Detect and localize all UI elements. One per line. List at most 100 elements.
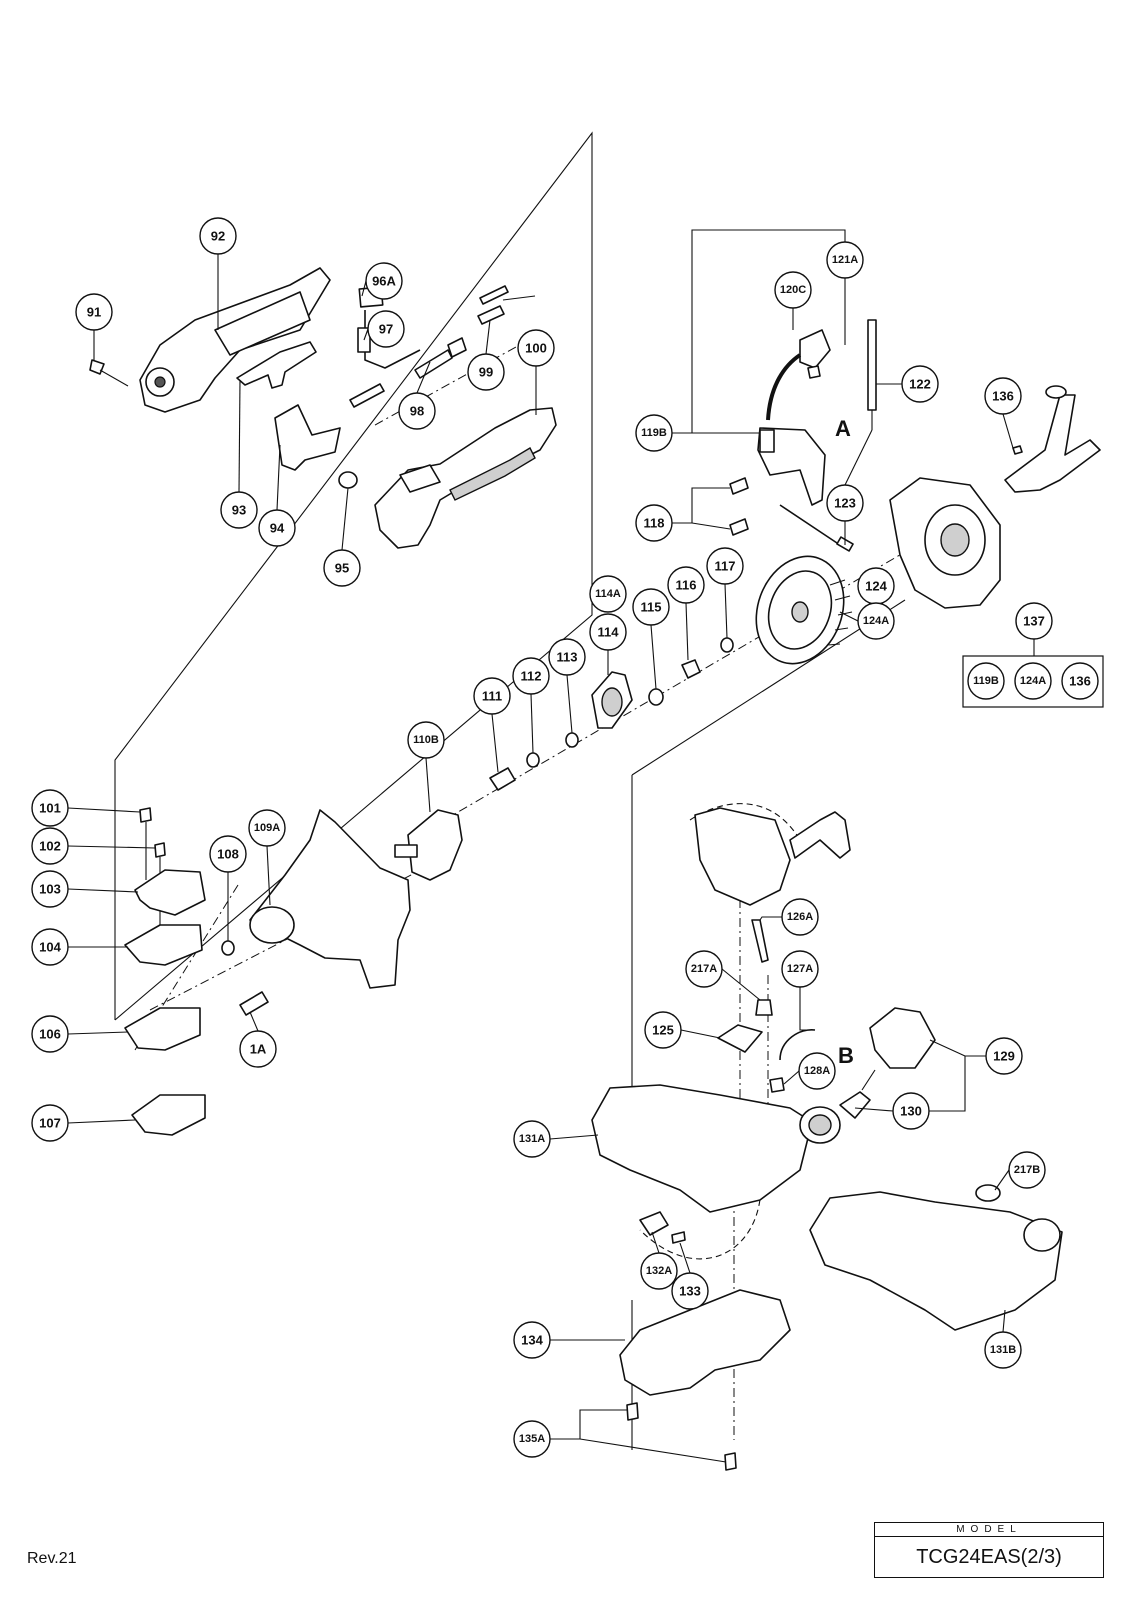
callout-circle bbox=[635, 504, 673, 542]
callout-circle bbox=[706, 547, 744, 585]
callout-114: 114 bbox=[589, 613, 627, 651]
kit-callout-circle bbox=[1061, 662, 1099, 700]
callout-text: 110B bbox=[413, 734, 439, 746]
callout-circle bbox=[671, 1272, 709, 1310]
callout-text: 96A bbox=[372, 274, 396, 289]
callout-text: 130 bbox=[900, 1104, 922, 1119]
strainer-130 bbox=[839, 1091, 871, 1119]
callout-113: 113 bbox=[548, 638, 586, 676]
callout-1A: 1A bbox=[239, 1030, 277, 1068]
screw-102 bbox=[154, 842, 166, 858]
kit-callout-text: 124A bbox=[1020, 675, 1046, 687]
callout-text: 91 bbox=[87, 305, 101, 320]
callout-text: 217A bbox=[691, 963, 717, 975]
fuel-tank-131B bbox=[809, 1191, 1063, 1331]
callout-text: 113 bbox=[557, 650, 578, 665]
drum-110B bbox=[407, 809, 463, 881]
callout-circle bbox=[774, 271, 812, 309]
connector-99 bbox=[477, 305, 505, 325]
callout-circle bbox=[367, 310, 405, 348]
callout-text: 118 bbox=[644, 516, 665, 531]
callout-text: 120C bbox=[780, 284, 806, 296]
callout-circle bbox=[589, 613, 627, 651]
callout-135A: 135A bbox=[513, 1420, 551, 1458]
callout-text: 1A bbox=[250, 1042, 267, 1057]
callout-text: 117 bbox=[715, 559, 736, 574]
callout-circle bbox=[826, 484, 864, 522]
callout-217B: 217B bbox=[1008, 1151, 1046, 1189]
callout-131A: 131A bbox=[513, 1120, 551, 1158]
callout-circle bbox=[239, 1030, 277, 1068]
callout-text: 134 bbox=[521, 1333, 543, 1348]
callout-131B: 131B bbox=[984, 1331, 1022, 1369]
callout-circle bbox=[199, 217, 237, 255]
callout-circle bbox=[685, 950, 723, 988]
callout-text: 124 bbox=[865, 579, 887, 594]
callout-text: 103 bbox=[39, 882, 61, 897]
trigger-part-94 bbox=[274, 404, 341, 471]
bolt-1A bbox=[239, 991, 269, 1016]
callout-93: 93 bbox=[220, 491, 258, 529]
callout-107: 107 bbox=[31, 1104, 69, 1142]
spring-133 bbox=[671, 1231, 686, 1244]
crankcase-assembly bbox=[889, 385, 1101, 609]
callout-118: 118 bbox=[635, 504, 673, 542]
callout-text: 135A bbox=[519, 1433, 545, 1445]
callout-95: 95 bbox=[323, 549, 361, 587]
callout-text: 124A bbox=[863, 615, 889, 627]
callout-circle bbox=[667, 566, 705, 604]
callout-text: 108 bbox=[217, 847, 239, 862]
callout-text: 119B bbox=[641, 427, 667, 439]
callout-circle bbox=[1008, 1151, 1046, 1189]
callout-123: 123 bbox=[826, 484, 864, 522]
clamp-106 bbox=[124, 1007, 201, 1051]
callout-circle bbox=[632, 588, 670, 626]
callout-circle bbox=[1015, 602, 1053, 640]
callout-text: 94 bbox=[270, 521, 285, 536]
callout-91: 91 bbox=[75, 293, 113, 331]
spring-98 bbox=[414, 349, 453, 379]
callout-circle bbox=[512, 657, 550, 695]
nut-116 bbox=[681, 659, 701, 679]
filter-217B bbox=[975, 1184, 1001, 1202]
callout-circle bbox=[75, 293, 113, 331]
callout-circle bbox=[248, 809, 286, 847]
bracket-134 bbox=[619, 1289, 791, 1396]
callout-text: 98 bbox=[410, 404, 424, 419]
bolt-111 bbox=[489, 767, 516, 791]
filter-217A bbox=[755, 999, 773, 1016]
gear-case-assembly bbox=[124, 807, 411, 1136]
callout-94: 94 bbox=[258, 509, 296, 547]
callout-129: 129 bbox=[985, 1037, 1023, 1075]
callout-circle bbox=[901, 365, 939, 403]
callout-circle bbox=[220, 491, 258, 529]
cap-132A bbox=[639, 1211, 669, 1236]
callout-circle bbox=[781, 950, 819, 988]
ground-wire-122 bbox=[867, 319, 877, 411]
callout-text: 92 bbox=[211, 229, 225, 244]
callout-circle bbox=[640, 1252, 678, 1290]
callout-text: 116 bbox=[676, 578, 697, 593]
callout-text: 126A bbox=[787, 911, 813, 923]
revision-label: Rev.21 bbox=[27, 1550, 77, 1567]
clamp-103 bbox=[134, 869, 206, 916]
leader-lines bbox=[67, 229, 1035, 1463]
callout-126A: 126A bbox=[781, 898, 819, 936]
callout-circle bbox=[31, 789, 69, 827]
callout-114A: 114A bbox=[589, 575, 627, 613]
callout-104: 104 bbox=[31, 928, 69, 966]
callout-circle bbox=[984, 377, 1022, 415]
callout-circle bbox=[857, 602, 895, 640]
fuel-tank-assembly bbox=[591, 919, 1063, 1471]
kit-callout-text: 136 bbox=[1069, 674, 1091, 689]
kit-callout-circle bbox=[1014, 662, 1052, 700]
callout-116: 116 bbox=[667, 566, 705, 604]
callout-circle bbox=[548, 638, 586, 676]
callout-92: 92 bbox=[199, 217, 237, 255]
clutch-assembly bbox=[394, 637, 734, 881]
callout-128A: 128A bbox=[798, 1052, 836, 1090]
callout-text: 132A bbox=[646, 1265, 672, 1277]
callout-circle bbox=[517, 329, 555, 367]
callout-133: 133 bbox=[671, 1272, 709, 1310]
